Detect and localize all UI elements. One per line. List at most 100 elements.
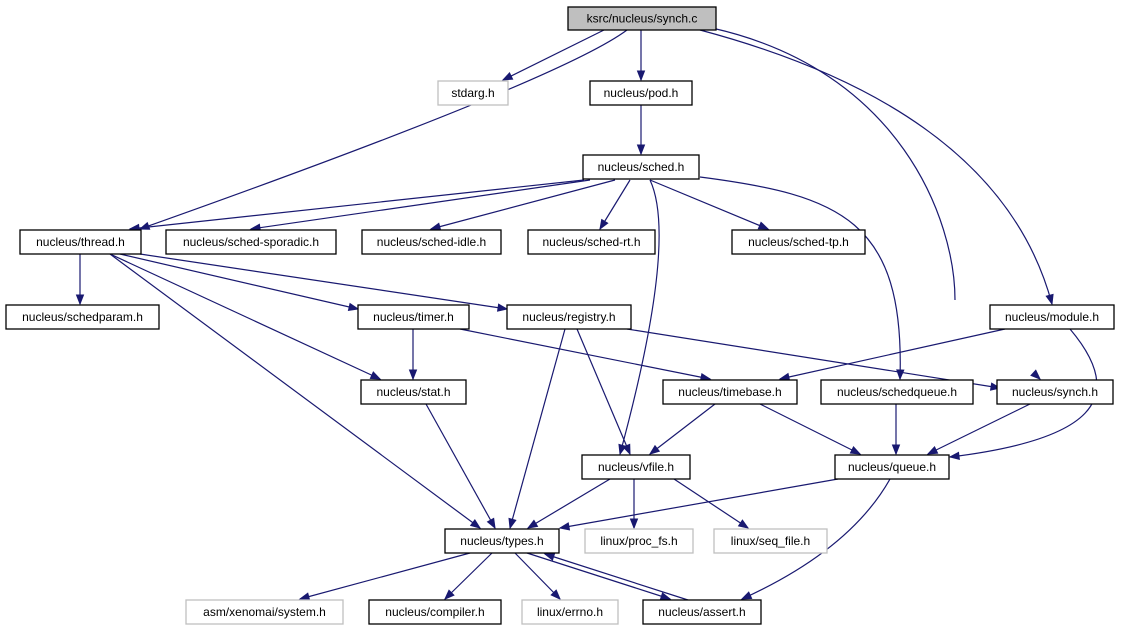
node-label: nucleus/vfile.h — [598, 460, 674, 474]
node-box — [165, 229, 337, 255]
node-assert[interactable]: nucleus/assert.h — [642, 599, 762, 625]
node-procfs: linux/proc_fs.h — [584, 528, 694, 554]
edge-module-to-timebase — [778, 328, 1006, 382]
edge-line — [139, 29, 628, 230]
edge-arrowhead — [508, 517, 517, 530]
node-label: ksrc/nucleus/synch.c — [587, 12, 698, 26]
node-label: linux/errno.h — [537, 605, 603, 619]
edge-line — [119, 253, 359, 310]
node-box — [713, 528, 828, 554]
edge-line — [250, 179, 591, 230]
edge-line — [599, 179, 631, 230]
edge-line — [514, 552, 561, 600]
edge-arrowhead — [558, 522, 571, 531]
edge-synch_c-to-synch_h — [711, 27, 1042, 380]
node-vfile[interactable]: nucleus/vfile.h — [581, 454, 691, 480]
edge-timer-to-stat — [408, 329, 418, 381]
node-tp[interactable]: nucleus/sched-tp.h — [731, 229, 866, 255]
edge-arrowhead — [298, 592, 311, 601]
node-compiler[interactable]: nucleus/compiler.h — [368, 599, 502, 625]
edge-stat-to-types — [425, 403, 496, 530]
edge-synch_c-to-module — [699, 29, 1054, 306]
edge-line — [576, 328, 631, 455]
edges-layer — [75, 27, 1098, 601]
node-idle[interactable]: nucleus/sched-idle.h — [361, 229, 502, 255]
node-label: nucleus/sched-idle.h — [377, 235, 486, 249]
edge-line — [673, 478, 749, 529]
edge-vfile-to-seqfile — [673, 478, 750, 529]
edge-queue-to-assert — [740, 478, 891, 600]
node-box — [5, 304, 160, 330]
edge-types-to-system — [298, 552, 471, 601]
node-pod[interactable]: nucleus/pod.h — [589, 80, 693, 106]
node-box — [521, 599, 619, 625]
node-seqfile: linux/seq_file.h — [713, 528, 828, 554]
node-module[interactable]: nucleus/module.h — [989, 304, 1115, 330]
edge-synch_h-to-queue — [926, 403, 1031, 455]
node-box — [584, 528, 694, 554]
edge-synch_c-to-pod — [636, 30, 646, 82]
node-box — [527, 229, 656, 255]
edge-line — [927, 403, 1031, 455]
edge-arrowhead — [648, 444, 661, 455]
edge-types-to-assert — [526, 552, 672, 601]
edge-arrowhead — [550, 589, 561, 600]
node-label: nucleus/registry.h — [522, 310, 615, 324]
edge-vfile-to-procfs — [629, 479, 639, 530]
edge-queue-to-types — [558, 478, 839, 531]
edge-registry-to-types — [508, 328, 566, 530]
edge-arrowhead — [926, 446, 939, 455]
edge-arrowhead — [659, 592, 672, 601]
node-synch_c[interactable]: ksrc/nucleus/synch.c — [567, 6, 717, 31]
node-box — [996, 379, 1114, 405]
edge-schedqueue-to-queue — [891, 404, 901, 456]
edge-arrowhead — [757, 221, 770, 230]
edge-assert-to-types — [543, 552, 689, 601]
node-label: nucleus/schedparam.h — [22, 310, 143, 324]
edge-arrowhead — [636, 70, 646, 82]
edge-thread-to-timer — [119, 253, 360, 311]
node-stdarg: stdarg.h — [437, 80, 509, 106]
node-registry[interactable]: nucleus/registry.h — [506, 304, 632, 330]
node-thread[interactable]: nucleus/thread.h — [19, 229, 142, 255]
node-label: linux/proc_fs.h — [600, 534, 677, 548]
edge-arrowhead — [849, 445, 862, 455]
node-label: nucleus/stat.h — [376, 385, 450, 399]
node-types[interactable]: nucleus/types.h — [444, 528, 560, 554]
node-sched[interactable]: nucleus/sched.h — [582, 154, 700, 180]
node-rt[interactable]: nucleus/sched-rt.h — [527, 229, 656, 255]
node-schedqueue[interactable]: nucleus/schedqueue.h — [820, 379, 974, 405]
edge-arrowhead — [622, 443, 631, 456]
node-box — [662, 379, 798, 405]
node-label: nucleus/queue.h — [848, 460, 936, 474]
edge-arrowhead — [891, 444, 901, 456]
node-label: nucleus/module.h — [1005, 310, 1099, 324]
node-stat[interactable]: nucleus/stat.h — [360, 379, 467, 405]
node-schedparam[interactable]: nucleus/schedparam.h — [5, 304, 160, 330]
node-box — [444, 528, 560, 554]
edge-arrowhead — [408, 369, 418, 381]
edge-line — [711, 27, 956, 301]
edge-line — [299, 552, 471, 600]
node-sporadic[interactable]: nucleus/sched-sporadic.h — [165, 229, 337, 255]
node-queue[interactable]: nucleus/queue.h — [834, 454, 950, 480]
edge-timebase-to-queue — [759, 403, 862, 455]
node-label: nucleus/timebase.h — [678, 385, 781, 399]
node-box — [185, 599, 344, 625]
edge-line — [544, 553, 689, 601]
edge-sched-to-idle — [429, 179, 616, 231]
edge-line — [699, 176, 901, 380]
node-timer[interactable]: nucleus/timer.h — [357, 304, 470, 330]
edge-synch_c-to-thread — [138, 29, 628, 230]
edge-sched-to-rt — [599, 179, 631, 231]
edge-line — [649, 179, 769, 230]
edge-arrowhead — [526, 519, 539, 529]
edge-arrowhead — [599, 218, 609, 231]
edge-line — [779, 328, 1006, 380]
edge-arrowhead — [543, 552, 556, 561]
node-timebase[interactable]: nucleus/timebase.h — [662, 379, 798, 405]
node-synch_h[interactable]: nucleus/synch.h — [996, 379, 1114, 405]
edge-line — [425, 403, 496, 529]
node-box — [357, 304, 470, 330]
edge-synch_c-to-stdarg — [501, 29, 605, 81]
